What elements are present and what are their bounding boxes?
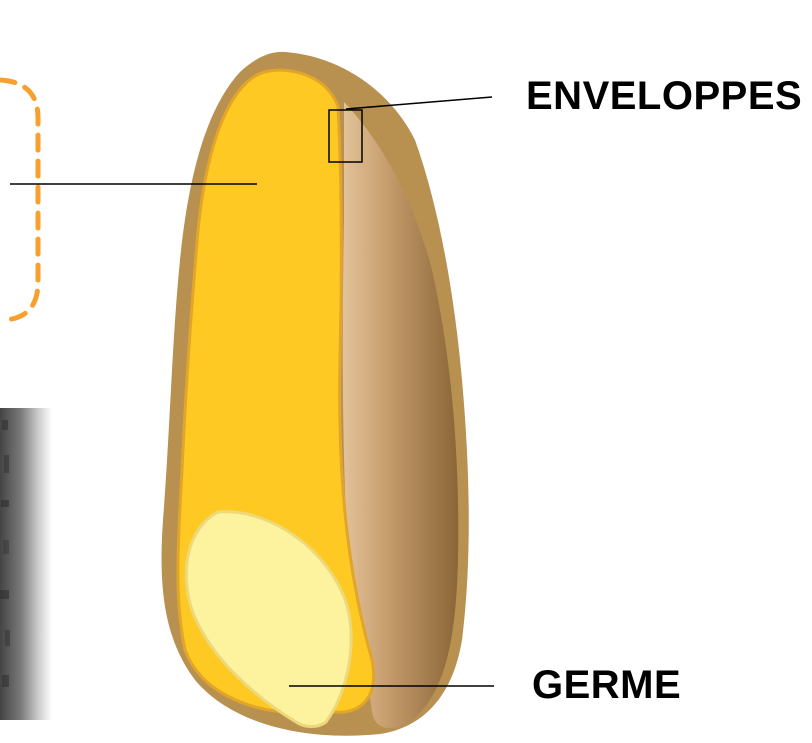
label-enveloppes: ENVELOPPES: [526, 74, 802, 119]
label-germe: GERME: [532, 663, 681, 708]
microscope-photo-fragment: [0, 408, 52, 720]
dashed-frame-fragment: [0, 80, 38, 320]
